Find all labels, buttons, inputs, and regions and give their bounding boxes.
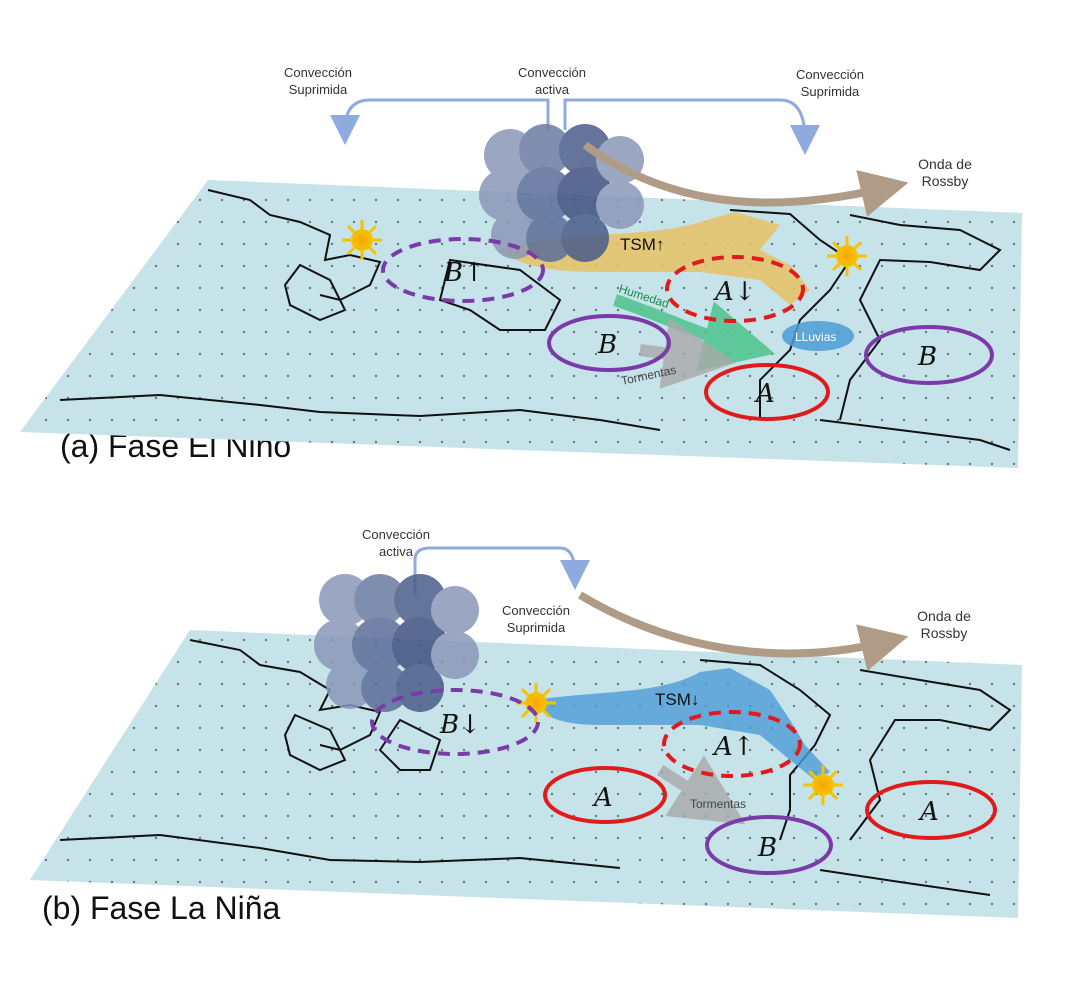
panel-a-cloud	[479, 124, 644, 262]
panel-a-sst-warm	[500, 212, 810, 305]
panel-b-cloud	[314, 574, 479, 712]
panel-a-low-west-label: B↑	[443, 258, 485, 288]
panel-a-rossby-arrow	[582, 141, 909, 217]
panel-b-low-south	[705, 815, 833, 875]
panel-b-tormentas-label: Tormentas	[690, 797, 746, 811]
panel-a-low-west	[381, 237, 545, 303]
panel-a-sun-east	[827, 236, 867, 276]
panel-a-low-east	[864, 325, 994, 385]
panel-b-rossby-label: Onda de Rossby	[917, 608, 971, 641]
panel-a-conv-center-label: Convección activa	[518, 65, 586, 97]
panel-b-high-sw-label: A	[592, 783, 613, 813]
panel-a-high-center	[665, 255, 805, 323]
panel-b-coastlines	[59, 639, 1012, 896]
panel-b-conv-suppressed-label: Convección Suprimida	[502, 603, 570, 635]
panel-b-conv-arrow	[413, 546, 590, 595]
panel-a-conv-arrow-left	[330, 98, 550, 145]
panel-b-high-east-label: A	[918, 797, 939, 827]
panel-b-sun-east	[803, 765, 843, 805]
panel-a-conv-left-label: Convección Suprimida	[284, 65, 352, 97]
panel-a-low-sw-label: B	[597, 330, 617, 360]
panel-b-high-east	[865, 780, 997, 840]
panel-a-storm-arrow	[639, 317, 736, 389]
panel-b-low-west	[370, 688, 540, 756]
panel-b-caption: (b) Fase La Niña	[42, 890, 281, 926]
panel-b-storm-arrow	[656, 755, 746, 825]
panel-a-sun-west	[342, 220, 382, 260]
panel-b-high-center-label: A↑	[712, 732, 755, 762]
panel-b-rossby-arrow	[577, 591, 909, 671]
panel-a-conv-arrow-right	[563, 98, 820, 155]
panel-a-high-south-label: A	[754, 379, 775, 409]
panel-a-high-center-label: A↓	[713, 277, 756, 307]
panel-a-low-east-label: B	[917, 342, 937, 372]
panel-a-high-south	[704, 363, 830, 421]
panel-a-rossby-label: Onda de Rossby	[918, 156, 972, 189]
panel-b: Tormentas TSM↓	[30, 546, 1022, 918]
panel-b-low-west-label: B↓	[439, 710, 481, 740]
panel-b-tsm-label: TSM↓	[655, 690, 699, 709]
panel-b-conv-active-label: Convección activa	[362, 527, 430, 559]
panel-a-low-sw	[547, 314, 671, 372]
panel-b-sun-west	[516, 683, 556, 723]
panel-b-low-south-label: B	[757, 833, 777, 863]
panel-b-high-center	[662, 710, 802, 778]
panel-a-rain-blob	[782, 321, 854, 351]
panel-a-tsm-label: TSM↑	[620, 235, 664, 254]
panel-a-conv-right-label: Convección Suprimida	[796, 67, 864, 99]
panel-b-high-sw	[543, 766, 667, 824]
panel-a-lluvias-label: LLuvias	[795, 330, 836, 344]
panel-a-map-dots	[20, 180, 1022, 468]
panel-a: Humedad Tormentas LLuvias TSM↑	[20, 98, 1022, 468]
